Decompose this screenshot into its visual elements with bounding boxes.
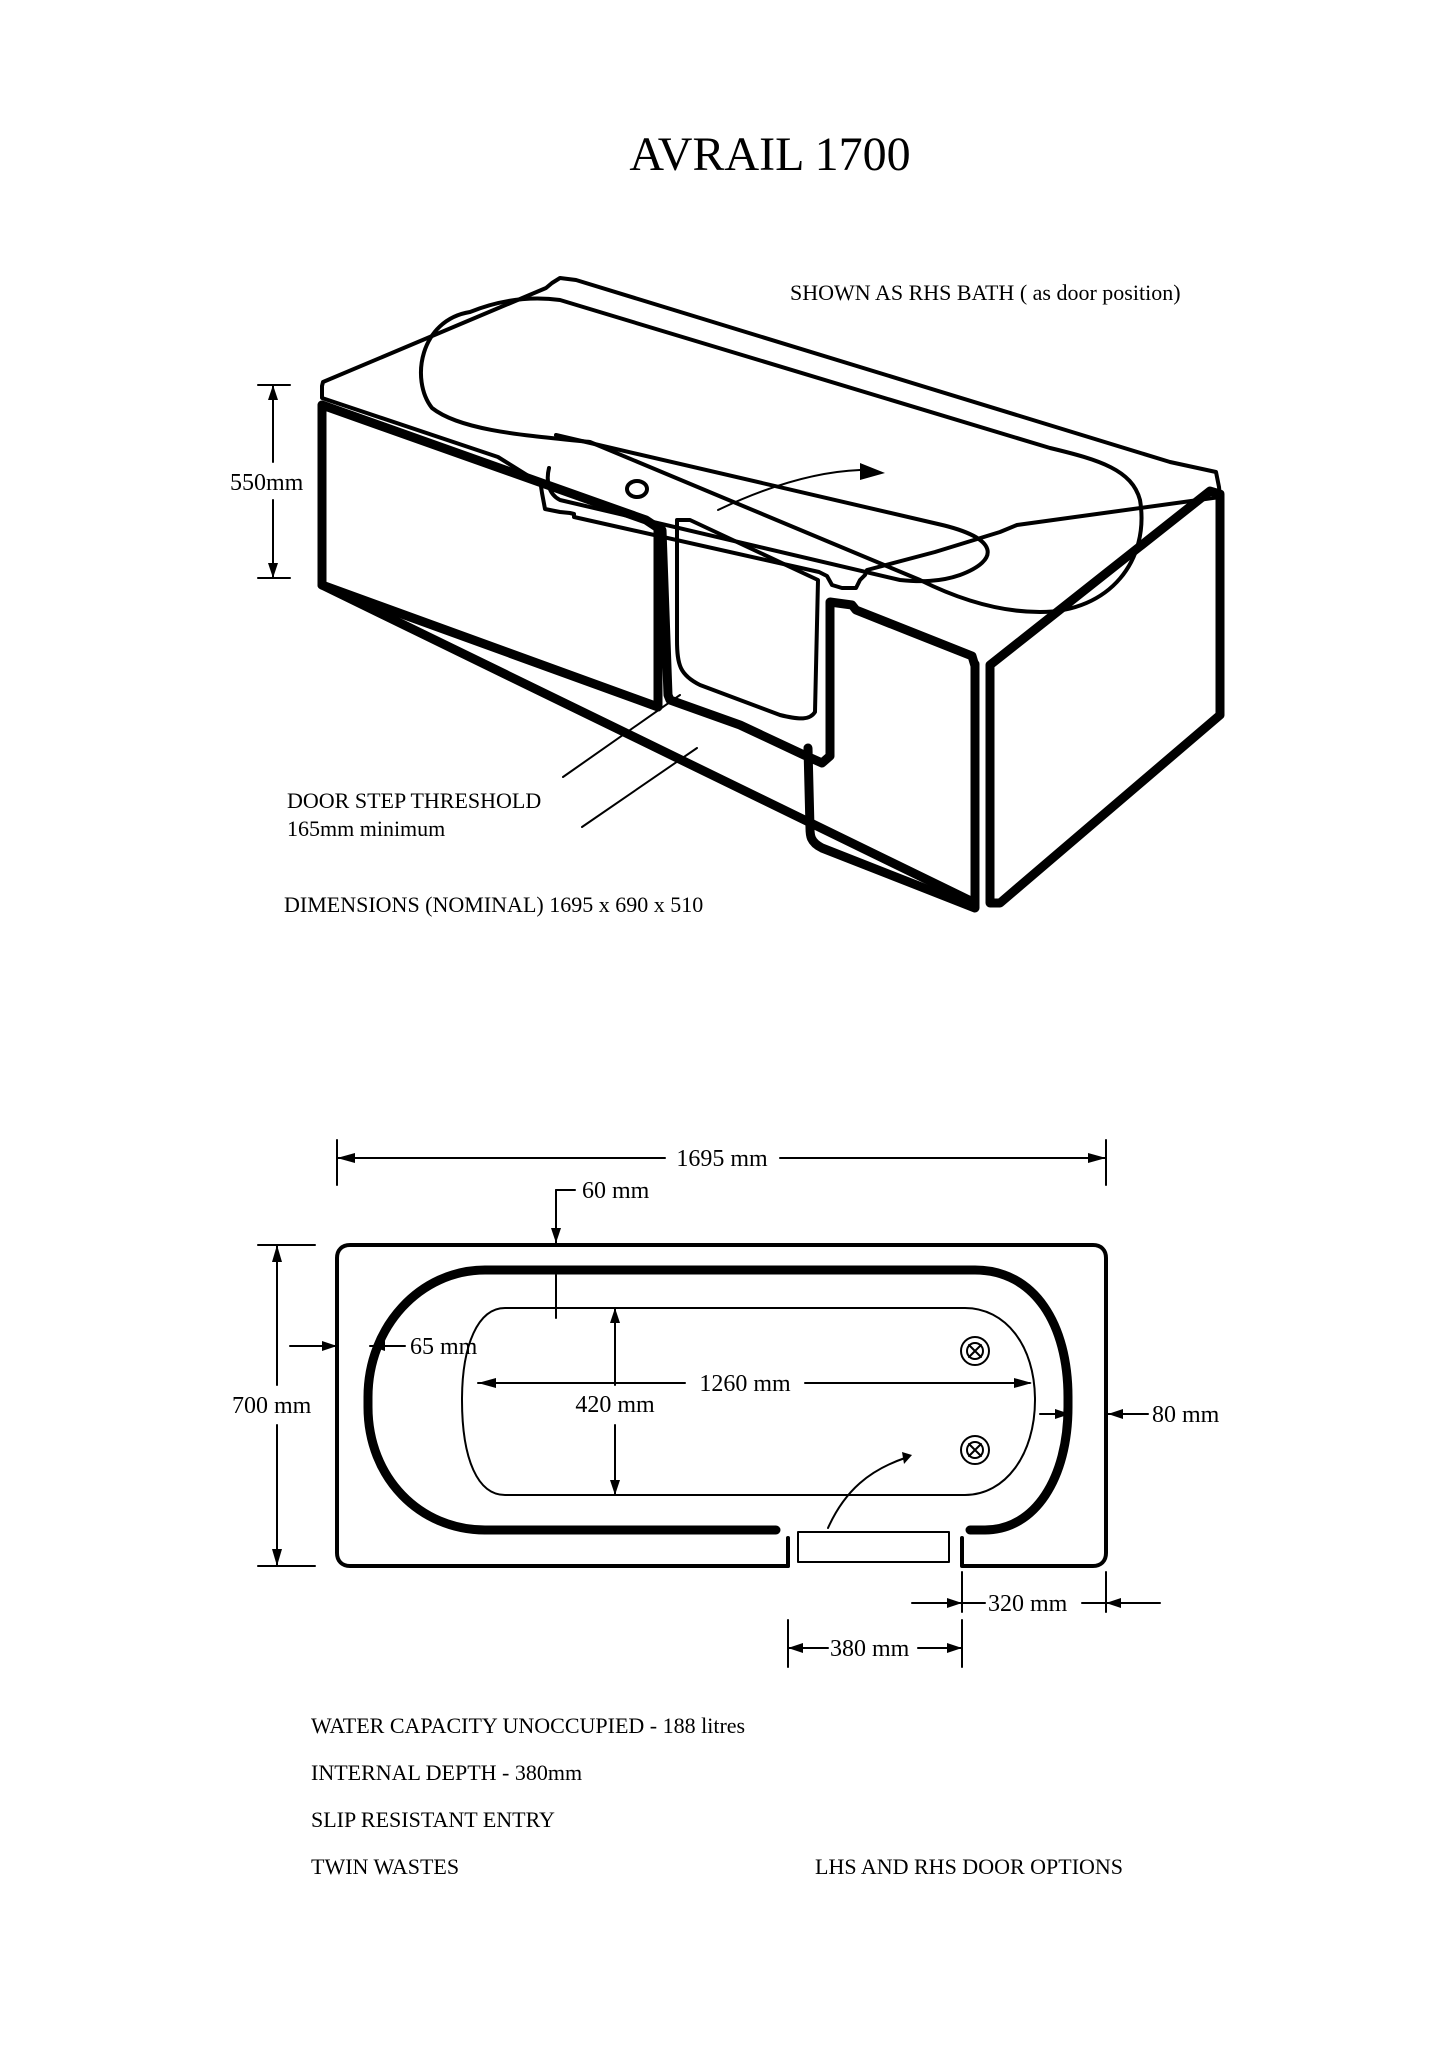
int-length-arrow-left: [478, 1378, 496, 1388]
width-arrow-down: [272, 1549, 282, 1566]
overall-width-label: 700 mm: [232, 1393, 312, 1419]
width-arrow-up: [272, 1245, 282, 1262]
int-length-arrow-right: [1014, 1378, 1032, 1388]
spec-item: INTERNAL DEPTH - 380mm: [311, 1760, 582, 1785]
overall-length-label: 1695 mm: [676, 1146, 768, 1172]
waste-cross-top-icon: [968, 1344, 982, 1358]
door-options: LHS AND RHS DOOR OPTIONS: [815, 1854, 1123, 1879]
length-arrow-left: [337, 1153, 355, 1163]
plan-inner-bowl: [461, 1307, 1036, 1496]
iso-door-panel: [675, 518, 820, 721]
waste-icon-top: [960, 1336, 990, 1366]
iso-arrow-head: [860, 463, 885, 480]
door-offset-label: 320 mm: [988, 1591, 1068, 1617]
threshold-leader-1: [562, 694, 681, 778]
height-arrow-down: [268, 563, 278, 578]
rim-right-label: 80 mm: [1152, 1402, 1220, 1428]
plan-arrow-head: [902, 1452, 912, 1464]
length-arrow-right: [1088, 1153, 1106, 1163]
page-title: AVRAIL 1700: [629, 128, 910, 181]
rim-top-label: 60 mm: [582, 1178, 650, 1204]
rim-end-arrow-right: [370, 1341, 385, 1351]
plan-outer-shell: [335, 1243, 1108, 1568]
iso-front-panel-left: [317, 400, 663, 712]
rim-top-arrow: [551, 1228, 561, 1243]
iso-inner-bowl: [419, 296, 1144, 614]
rim-end-arrow-left: [322, 1341, 337, 1351]
spec-item: TWIN WASTES: [311, 1854, 459, 1879]
rim-right-arrow-left: [1055, 1409, 1070, 1419]
plan-inner-rim: [363, 1265, 1073, 1535]
specs-list: WATER CAPACITY UNOCCUPIED - 188 litres I…: [311, 1713, 1123, 1879]
door-offset-arrow-left: [947, 1598, 962, 1608]
plan-bath-view: 1695 mm 60 mm 65 mm 1260 mm 420 mm 700 m: [232, 1139, 1220, 1668]
waste-icon-bottom: [960, 1435, 990, 1465]
internal-length-label: 1260 mm: [699, 1371, 791, 1397]
waste-icon-bottom-inner: [966, 1441, 984, 1459]
rim-end-label: 65 mm: [410, 1334, 478, 1360]
int-width-arrow-up: [610, 1308, 620, 1323]
door-width-arrow-left: [788, 1643, 803, 1653]
iso-door-opening: [657, 525, 980, 913]
iso-note: SHOWN AS RHS BATH ( as door position): [790, 280, 1181, 305]
dimensions-text: DIMENSIONS (NOMINAL) 1695 x 690 x 510: [284, 892, 703, 917]
door-width-arrow-right: [947, 1643, 962, 1653]
iso-end-panel: [985, 486, 1225, 908]
height-arrow-up: [268, 385, 278, 400]
waste-knob-icon: [625, 479, 649, 499]
height-label: 550mm: [230, 470, 304, 496]
rim-right-arrow-right: [1108, 1409, 1123, 1419]
spec-item: SLIP RESISTANT ENTRY: [311, 1807, 555, 1832]
spec-item: WATER CAPACITY UNOCCUPIED - 188 litres: [311, 1713, 745, 1738]
threshold-leader-2: [581, 747, 698, 828]
internal-width-label: 420 mm: [575, 1392, 655, 1418]
iso-front-panel-right: [317, 580, 980, 908]
plan-door-panel: [797, 1531, 950, 1563]
waste-cross-bottom-icon: [968, 1443, 982, 1457]
threshold-value: 165mm minimum: [287, 816, 445, 841]
threshold-label: DOOR STEP THRESHOLD: [287, 788, 541, 813]
int-width-arrow-down: [610, 1480, 620, 1495]
waste-icon-top-inner: [966, 1342, 984, 1360]
iso-rim-outline: [320, 276, 1222, 590]
plan-door-swing-arrow: [827, 1457, 906, 1529]
door-offset-arrow-right: [1106, 1598, 1121, 1608]
isometric-bath-view: 550mm SHOWN AS RHS BATH ( as door positi…: [230, 276, 1225, 917]
door-width-label: 380 mm: [830, 1636, 910, 1662]
iso-door-swing-arrow: [717, 469, 861, 511]
